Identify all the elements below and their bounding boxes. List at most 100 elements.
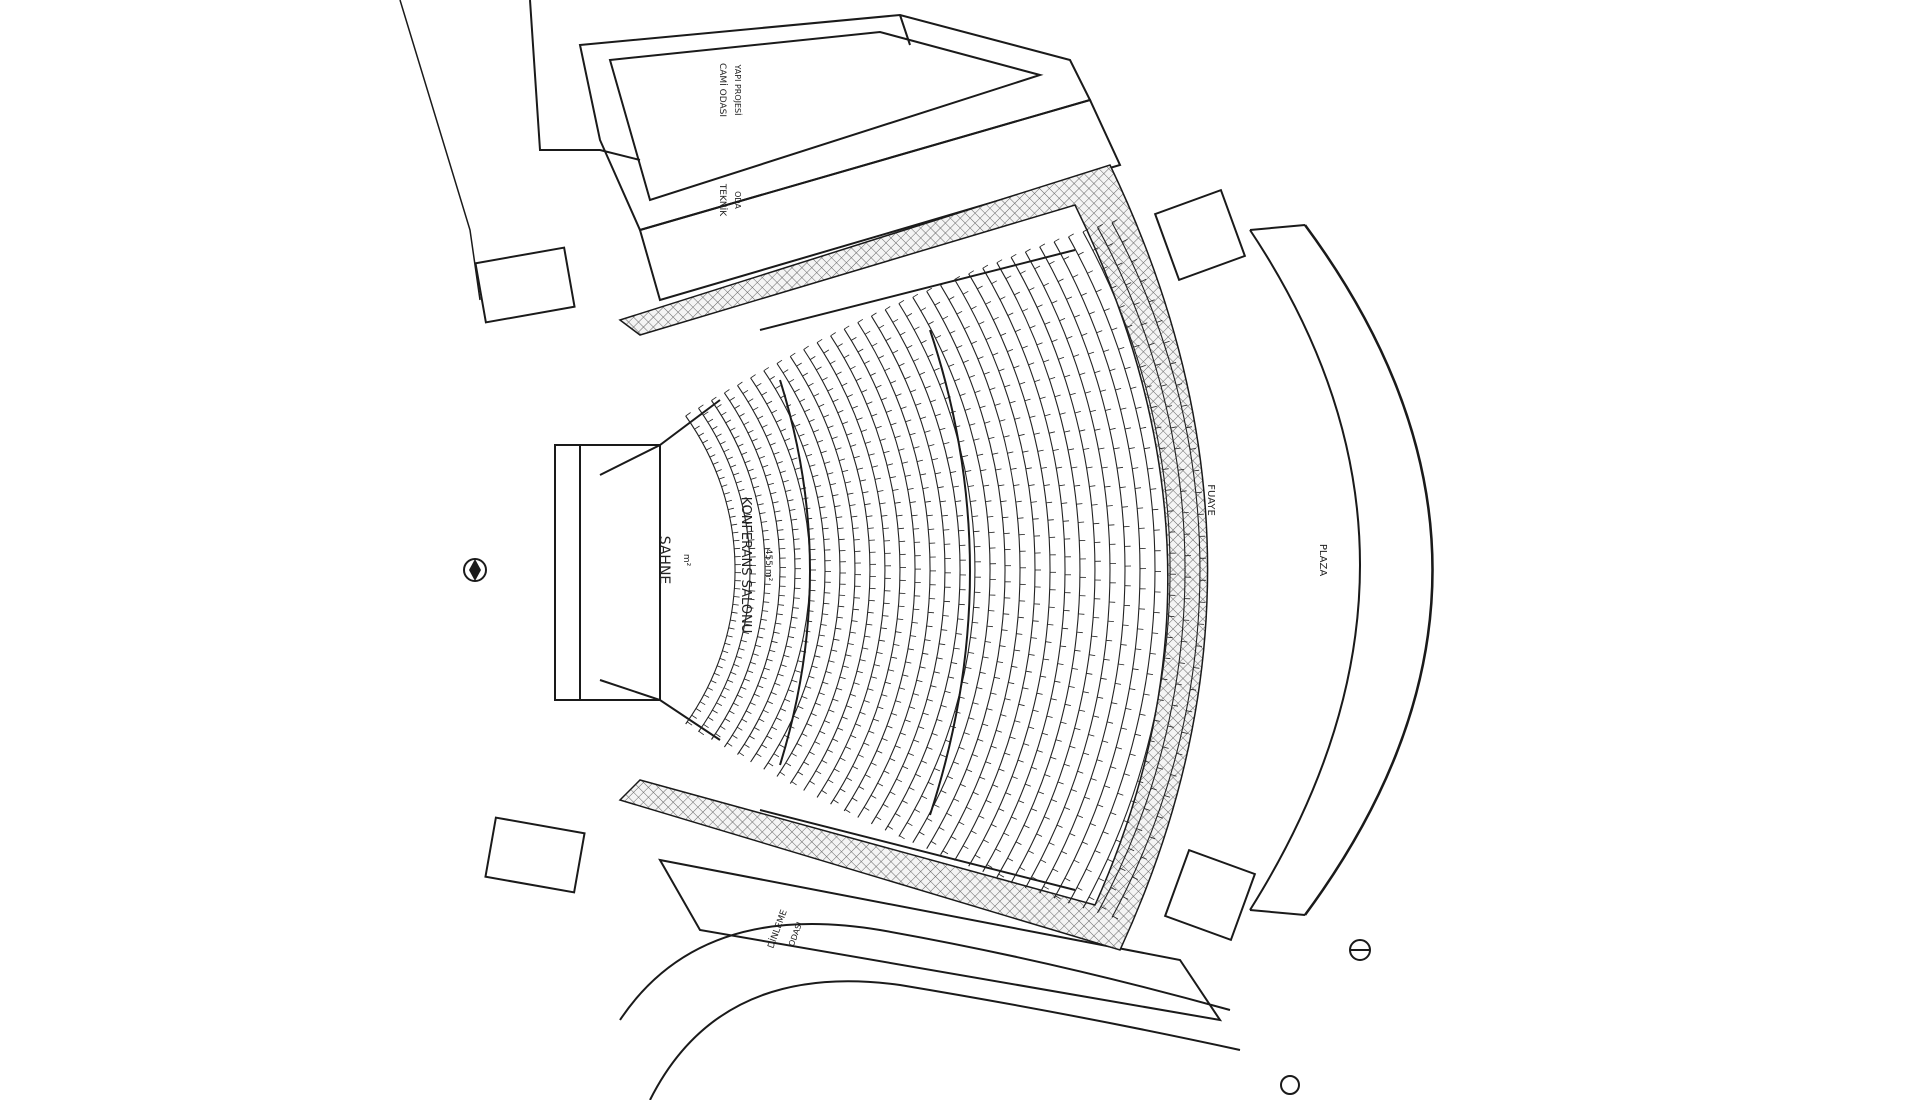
seat [850,693,857,697]
seat [1077,770,1084,774]
seat [752,653,759,656]
seat [956,515,964,517]
seat [842,421,849,425]
seat [861,429,868,432]
seat [1007,857,1014,862]
seat [1024,398,1031,402]
seat [985,761,992,765]
seat [801,733,808,737]
seat [986,625,993,628]
seat [1049,377,1056,380]
seat [921,795,928,800]
seat [1017,616,1024,619]
seat [970,637,977,639]
seat [1022,687,1029,690]
seat [715,733,721,738]
seat [724,642,731,646]
seat [963,732,970,735]
seat [731,611,738,614]
seat [803,761,810,766]
seat [991,824,997,828]
seat [885,337,892,341]
seat [788,378,795,383]
seat [1124,427,1131,430]
seat-row [1024,251,1111,889]
seat [857,467,864,470]
seat [748,598,755,601]
seat [752,406,759,411]
seat [934,413,941,417]
seat [716,433,722,438]
seat [994,403,1001,406]
seat [1176,753,1183,756]
seat [1004,752,1011,756]
seat [1133,344,1140,348]
seat [715,469,722,473]
seat [727,507,734,510]
seat [856,417,863,421]
seat [1000,500,1007,503]
seat [845,654,852,657]
seat [955,633,962,635]
seat [1052,449,1059,451]
seat [1097,223,1103,228]
seat [1045,641,1052,643]
seat [1101,266,1108,270]
seat [1148,299,1155,303]
seat [1048,842,1055,846]
seat [922,487,929,489]
seat [1051,339,1058,343]
seat [723,492,730,495]
seat [1015,328,1021,333]
seat [1113,447,1120,450]
seat [1086,868,1092,873]
seat [1011,776,1018,779]
seat [1036,304,1043,308]
seat [754,727,760,731]
seat [1071,668,1078,670]
seat [850,735,857,739]
seat [898,687,906,690]
seat [1046,501,1053,504]
seat [808,675,815,679]
seat [764,547,771,550]
seat [832,398,839,403]
seat [726,635,733,638]
seat [956,345,963,349]
seat [732,734,738,739]
seat [766,433,772,437]
seat [1028,726,1035,729]
seat [755,494,762,497]
seat [940,705,947,708]
seat [995,848,1001,853]
seat [1025,248,1031,253]
seat [750,374,756,379]
seat [1009,400,1016,404]
seat [818,692,825,696]
seat [855,377,862,381]
seat [760,676,767,680]
seat [861,389,868,393]
seat [810,713,817,717]
seat [926,746,933,750]
seat [871,465,879,468]
seat [1049,431,1055,434]
seat [876,750,883,754]
seat [1079,709,1086,712]
seat [1040,859,1047,863]
seat [977,738,984,742]
seat [1107,243,1113,247]
seat [871,342,878,347]
seat [737,694,743,699]
seat [1091,635,1098,638]
seat [1074,484,1081,487]
seat [857,348,864,353]
seat [735,480,742,484]
mid-room-sub-label: ODA [733,191,742,209]
seat [808,419,815,423]
seat [868,453,875,456]
seat [815,770,822,775]
seat [879,502,886,505]
seat [1089,311,1095,315]
seat [907,822,913,827]
